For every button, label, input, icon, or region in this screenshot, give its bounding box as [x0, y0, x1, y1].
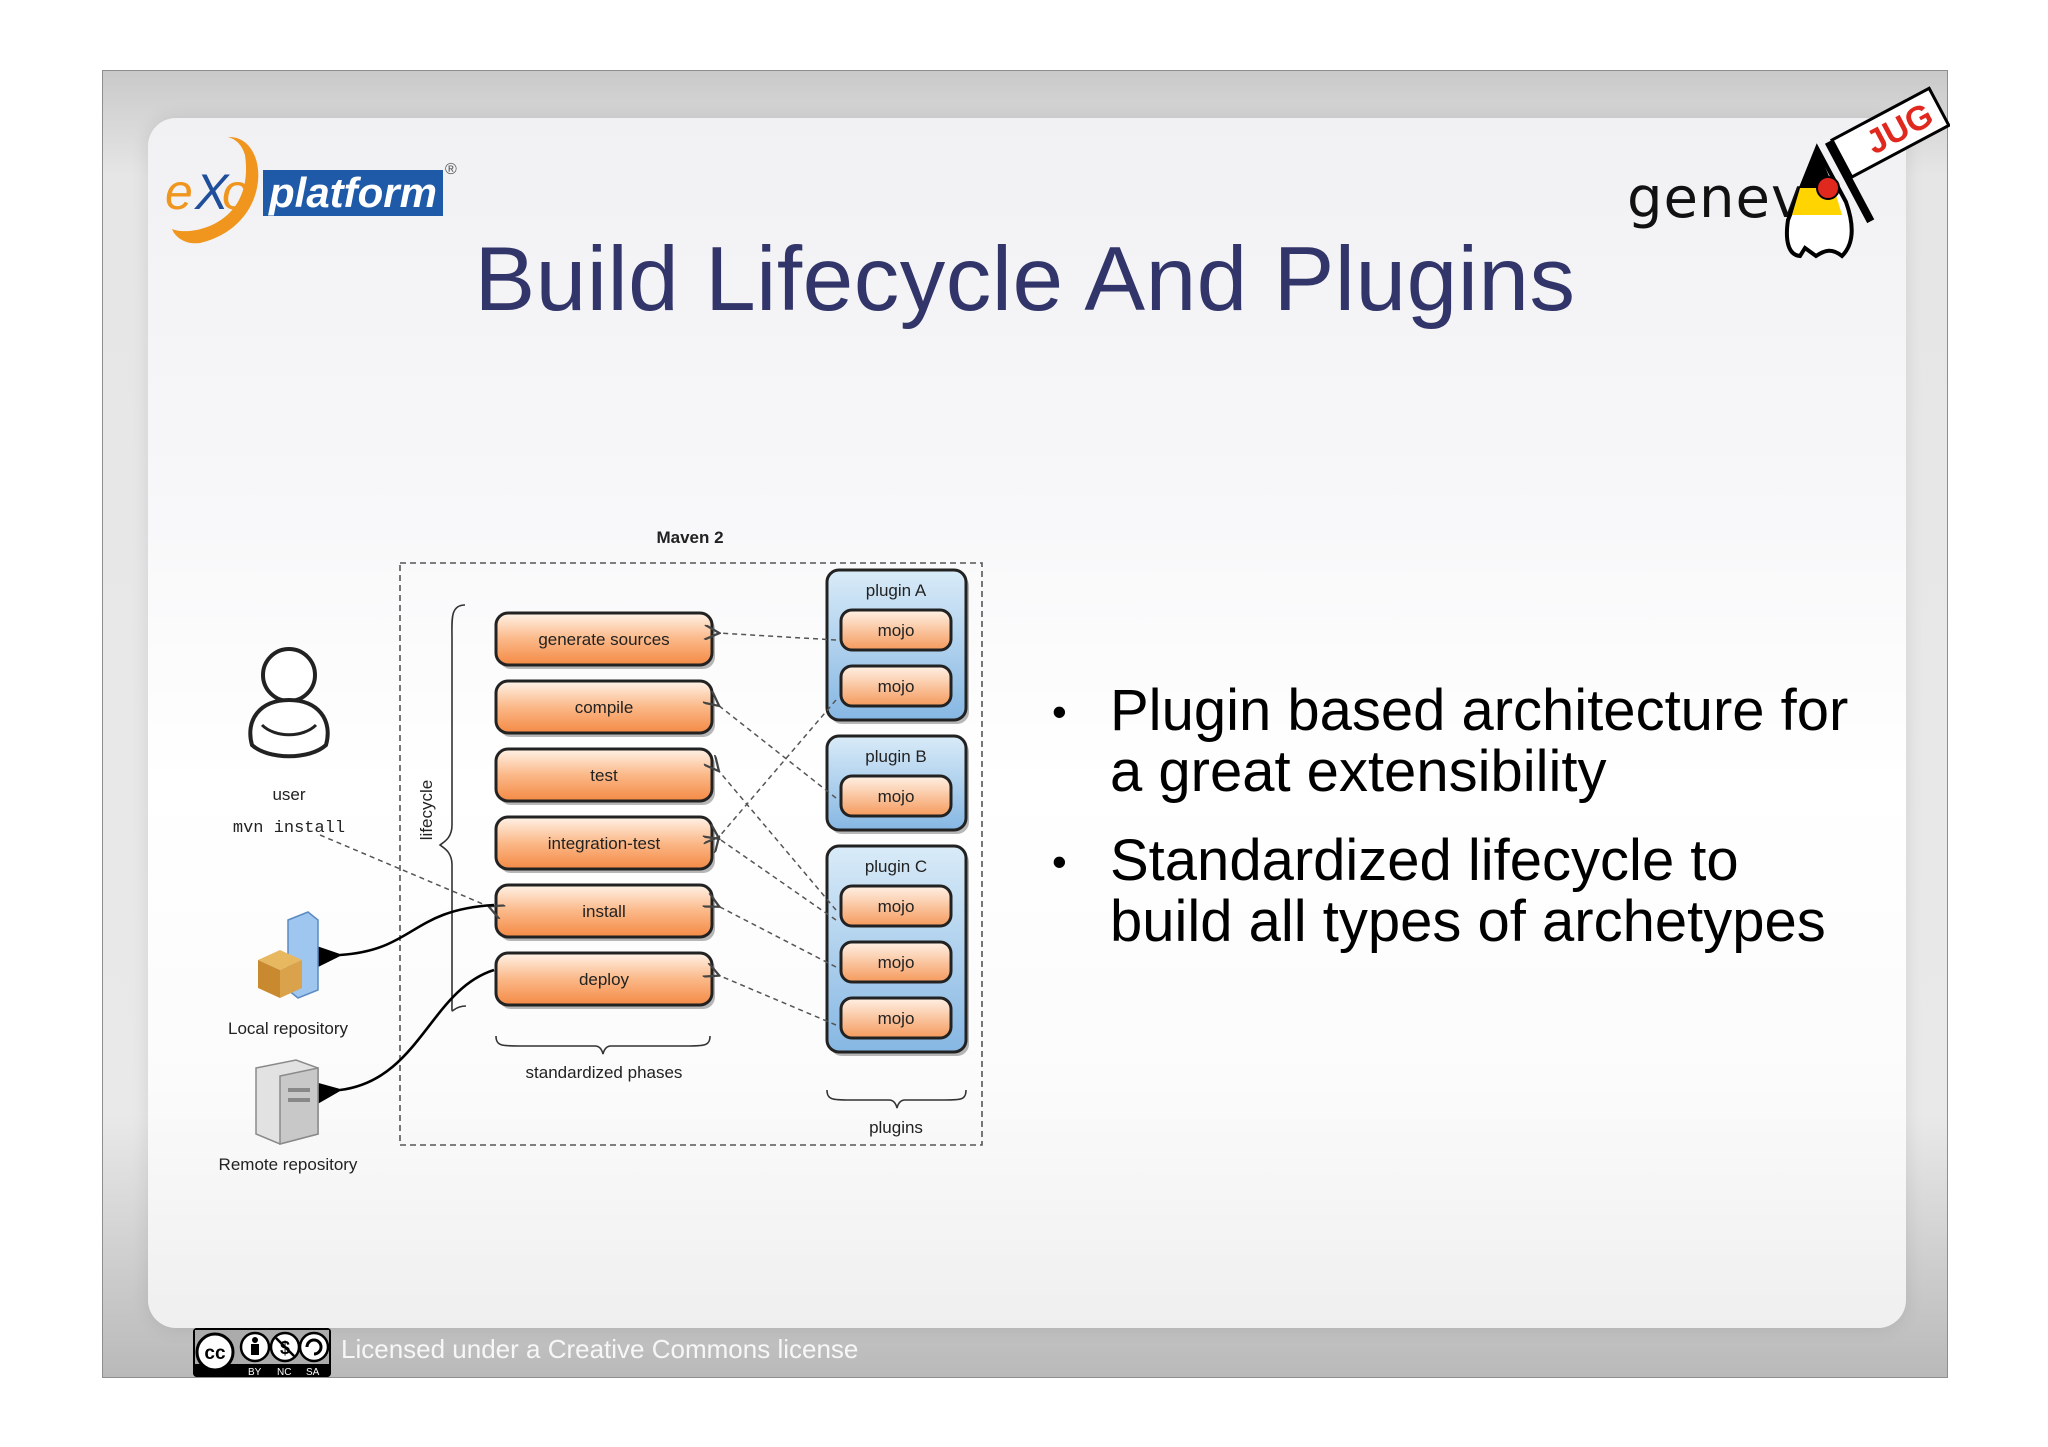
- command-label: mvn install: [233, 819, 345, 838]
- maven-lifecycle-diagram: Maven 2 user mvn install lifecycle gener…: [200, 520, 1000, 1190]
- arrow-mojo-a1-generate: [718, 633, 837, 641]
- remote-repository-icon: [255, 1059, 319, 1145]
- arrow-deploy-remote: [309, 968, 495, 1107]
- phases-group: generate sources compile test integration-t…: [494, 611, 715, 1009]
- arrow-mojo-c1-integration: [718, 838, 837, 921]
- cc-by-text: BY: [248, 1367, 262, 1377]
- mojo-box: [839, 940, 953, 984]
- slide-panel: [148, 118, 1906, 1328]
- duke-mascot-icon: JUG: [1784, 86, 1950, 259]
- phase-box: compile: [494, 679, 715, 737]
- cc-text: cc: [204, 1343, 226, 1364]
- exo-platform-word: platform: [263, 170, 443, 216]
- plugin-box: plugin C mojo mojo mojo: [825, 844, 969, 1056]
- exo-letter-o: o: [222, 164, 250, 220]
- plugin-box: plugin A mojo mojo: [825, 568, 969, 724]
- phase-box: install: [494, 883, 715, 941]
- mojo-label: mojo: [878, 897, 915, 916]
- bullet-text: Standardized lifecycle to build all type…: [1110, 828, 1826, 954]
- arrow-mojo-c1-test: [718, 770, 837, 911]
- phases-caption: standardized phases: [526, 1063, 683, 1082]
- phase-box: integration-test: [494, 815, 715, 873]
- cc-nc-text: NC: [277, 1367, 291, 1377]
- exo-swoosh-icon: [172, 136, 259, 244]
- local-repository-icon: [258, 911, 319, 999]
- mojo-label: mojo: [878, 621, 915, 640]
- maven-boundary: [399, 562, 983, 1146]
- arrow-mojo-b1-compile: [718, 705, 837, 799]
- arrow-mojo-c3-deploy: [718, 975, 837, 1026]
- slide-frame: [102, 70, 1948, 1378]
- plugin-name: plugin B: [865, 747, 926, 766]
- user-icon: [248, 647, 330, 759]
- plugins-group: plugin A mojo mojo plugin B mojo plugin C mojo…: [825, 568, 969, 1056]
- mojo-label: mojo: [878, 953, 915, 972]
- phase-label: integration-test: [548, 834, 661, 853]
- plugins-caption: plugins: [869, 1118, 923, 1137]
- arrow-user-install: [319, 834, 490, 907]
- cc-sa-text: SA: [306, 1367, 320, 1377]
- arrow-mojo-a2-integration: [718, 699, 837, 838]
- arrow-mojo-c2-install: [718, 906, 837, 968]
- bullet-item: • Plugin based architecture for a great …: [1050, 680, 1870, 802]
- plugins-brace: [826, 1089, 967, 1109]
- diagram-title: Maven 2: [656, 528, 723, 547]
- phase-label: compile: [575, 698, 634, 717]
- mojo-label: mojo: [878, 677, 915, 696]
- geneva-jug-logo: genev JUG: [1620, 70, 1950, 270]
- local-repo-label: Local repository: [228, 1019, 349, 1038]
- exo-letter-x: X: [195, 164, 229, 220]
- exo-platform-logo: e X o platform ®: [160, 125, 480, 250]
- lifecycle-brace: [438, 604, 467, 1012]
- exo-letter-e: e: [165, 164, 193, 220]
- mojo-label: mojo: [878, 1009, 915, 1028]
- mojo-box: [839, 996, 953, 1040]
- lifecycle-label: lifecycle: [417, 780, 436, 840]
- phase-box: generate sources: [494, 611, 715, 669]
- phase-box: test: [494, 747, 715, 805]
- phase-label: generate sources: [538, 630, 669, 649]
- slide-title: Build Lifecycle And Plugins: [474, 229, 1576, 330]
- plugin-box: plugin B mojo: [825, 734, 969, 834]
- phase-label: install: [582, 902, 625, 921]
- plugin-name: plugin C: [865, 857, 927, 876]
- mojo-box: [839, 664, 953, 708]
- bullet-text: Plugin based architecture for a great ex…: [1110, 678, 1849, 804]
- remote-repo-label: Remote repository: [219, 1155, 358, 1174]
- footer-license-text: Licensed under a Creative Commons licens…: [341, 1334, 859, 1364]
- phase-box: deploy: [494, 951, 715, 1009]
- phases-brace: [495, 1035, 711, 1055]
- phase-label: deploy: [579, 970, 630, 989]
- bullet-dot: •: [1052, 838, 1067, 885]
- mojo-box: [839, 884, 953, 928]
- bullet-dot: •: [1052, 688, 1067, 735]
- arrow-install-local: [310, 903, 495, 970]
- creative-commons-badge: cc $ BY NC SA: [193, 1328, 331, 1378]
- registered-mark: ®: [445, 161, 457, 178]
- bullet-list: • Plugin based architecture for a great …: [1050, 680, 1870, 980]
- plugin-name: plugin A: [866, 581, 927, 600]
- geneva-text: genev: [1627, 166, 1806, 231]
- mojo-box: [839, 774, 953, 818]
- phase-label: test: [590, 766, 618, 785]
- user-label: user: [272, 785, 305, 804]
- mojo-label: mojo: [878, 787, 915, 806]
- mojo-box: [839, 608, 953, 652]
- bullet-item: • Standardized lifecycle to build all ty…: [1050, 830, 1870, 952]
